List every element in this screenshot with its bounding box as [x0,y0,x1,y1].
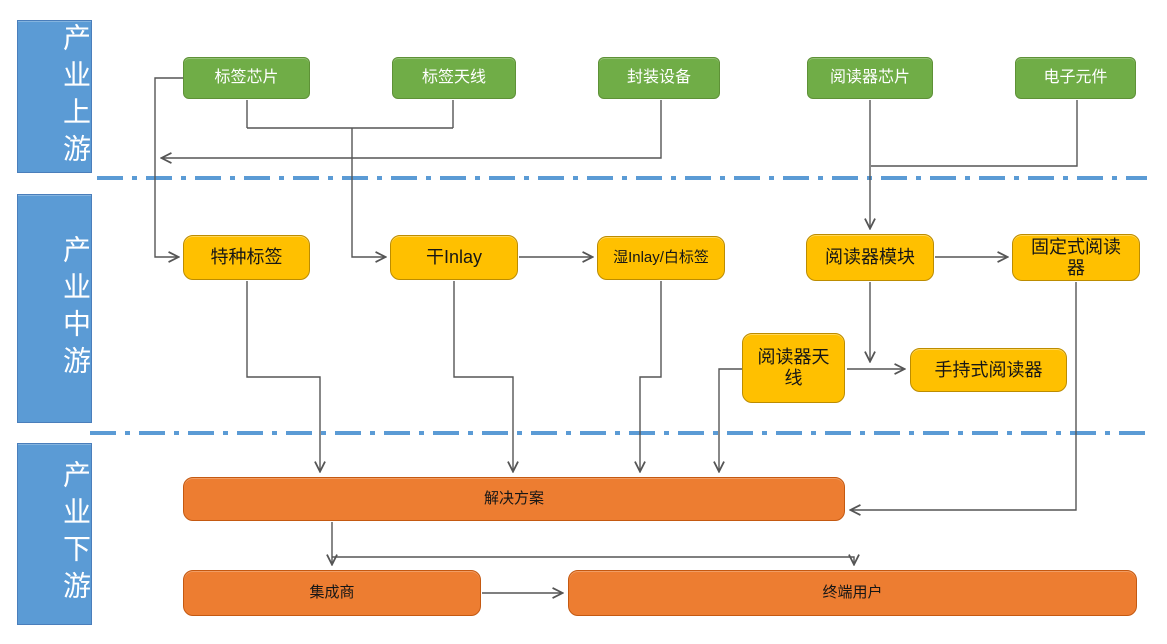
node-integrator: 集成商 [183,570,481,616]
node-wet-inlay-white-label: 湿Inlay/白标签 [597,236,725,280]
node-tag-antenna: 标签天线 [392,57,516,99]
node-packaging-equipment: 封装设备 [598,57,720,99]
node-dry-inlay-label: 干Inlay [425,247,483,268]
node-electronic-components: 电子元件 [1015,57,1136,99]
node-handheld-reader-label: 手持式阅读器 [934,359,1043,380]
lane-midstream: 产业中游 [17,194,92,423]
lane-midstream-label: 产业中游 [60,234,91,383]
node-reader-chip-label: 阅读器芯片 [829,68,910,86]
node-special-tag-label: 特种标签 [210,247,283,268]
node-fixed-reader-label: 固定式阅读器 [1031,236,1121,278]
node-dry-inlay: 干Inlay [390,235,518,280]
node-packaging-equipment-label: 封装设备 [626,68,691,86]
lane-upstream: 产业上游 [17,20,92,173]
node-wet-inlay-white-label-label: 湿Inlay/白标签 [613,249,709,267]
node-electronic-components-label: 电子元件 [1043,68,1108,86]
lane-upstream-label: 产业上游 [60,22,91,171]
node-reader-module-label: 阅读器模块 [825,247,915,268]
node-reader-module: 阅读器模块 [806,234,934,281]
node-special-tag: 特种标签 [183,235,310,280]
node-integrator-label: 集成商 [309,584,355,602]
lane-downstream-label: 产业下游 [60,460,91,608]
node-handheld-reader: 手持式阅读器 [910,348,1067,392]
node-tag-antenna-label: 标签天线 [421,68,486,86]
node-reader-chip: 阅读器芯片 [807,57,933,99]
lane-divider-lines [90,176,1147,435]
node-reader-antenna-label: 阅读器天线 [757,347,830,388]
node-end-user: 终端用户 [568,570,1137,616]
lane-downstream: 产业下游 [17,443,92,625]
node-solution-label: 解决方案 [483,490,544,508]
node-tag-chip-label: 标签芯片 [214,68,279,86]
node-fixed-reader: 固定式阅读器 [1012,234,1140,281]
node-end-user-label: 终端用户 [822,584,883,602]
node-tag-chip: 标签芯片 [183,57,310,99]
node-solution: 解决方案 [183,477,845,521]
node-reader-antenna: 阅读器天线 [742,333,845,403]
